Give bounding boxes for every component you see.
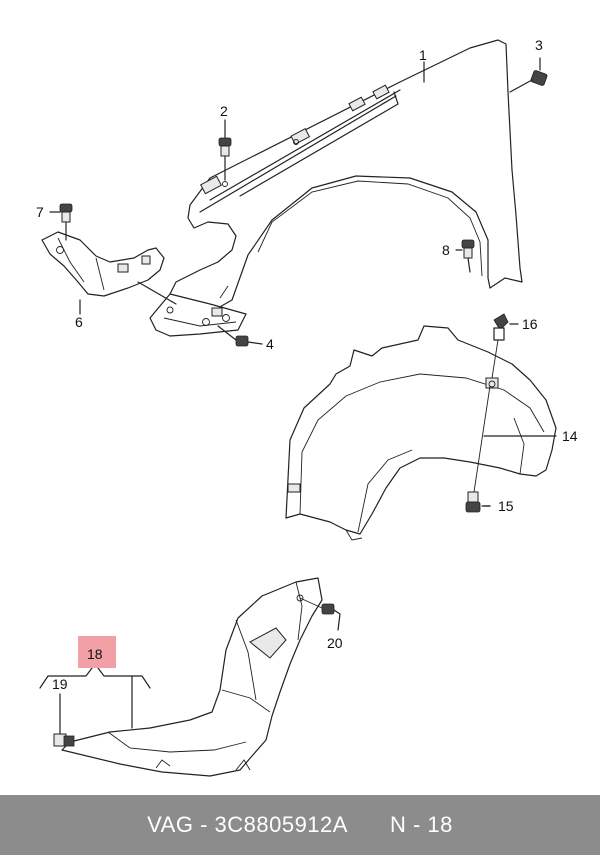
callout-labels: 1 2 3 4 6 7 8 14 15 16 18 19 20: [36, 37, 578, 692]
callout-16: 16: [522, 316, 538, 332]
splash-shield: [61, 577, 323, 777]
screw-20: [299, 597, 341, 631]
callout-18: 18: [87, 646, 103, 662]
diagram-ref: N - 18: [389, 812, 453, 837]
callout-20: 20: [327, 635, 343, 651]
callout-4: 4: [266, 336, 274, 352]
fender-bracket: [41, 231, 177, 305]
callout-15: 15: [498, 498, 514, 514]
clip-16: [491, 313, 519, 379]
wheel-housing-liner: [285, 325, 557, 541]
highlight-box-18: [78, 636, 116, 668]
callout-1: 1: [419, 47, 427, 63]
screw-3: [509, 57, 548, 93]
part-number: VAG - 3C8805912A: [147, 812, 348, 837]
callout-3: 3: [535, 37, 543, 53]
screw-2: [218, 119, 232, 181]
screw-4: [217, 325, 263, 347]
callout-6: 6: [75, 314, 83, 330]
callout-8: 8: [442, 242, 450, 258]
callout-19: 19: [52, 676, 68, 692]
callout-14: 14: [562, 428, 578, 444]
screw-8: [455, 239, 475, 273]
screw-7: [49, 203, 73, 241]
callout-7: 7: [36, 204, 44, 220]
screw-15: [465, 385, 491, 513]
nut-19: [53, 693, 75, 747]
callout-2: 2: [220, 103, 228, 119]
fender-panel: [149, 39, 523, 337]
parts-diagram: 1 2 3 4 6 7 8 14 15 16 18 19 20: [36, 37, 578, 777]
footer-bar: VAG - 3C8805912A N - 18: [0, 795, 600, 855]
